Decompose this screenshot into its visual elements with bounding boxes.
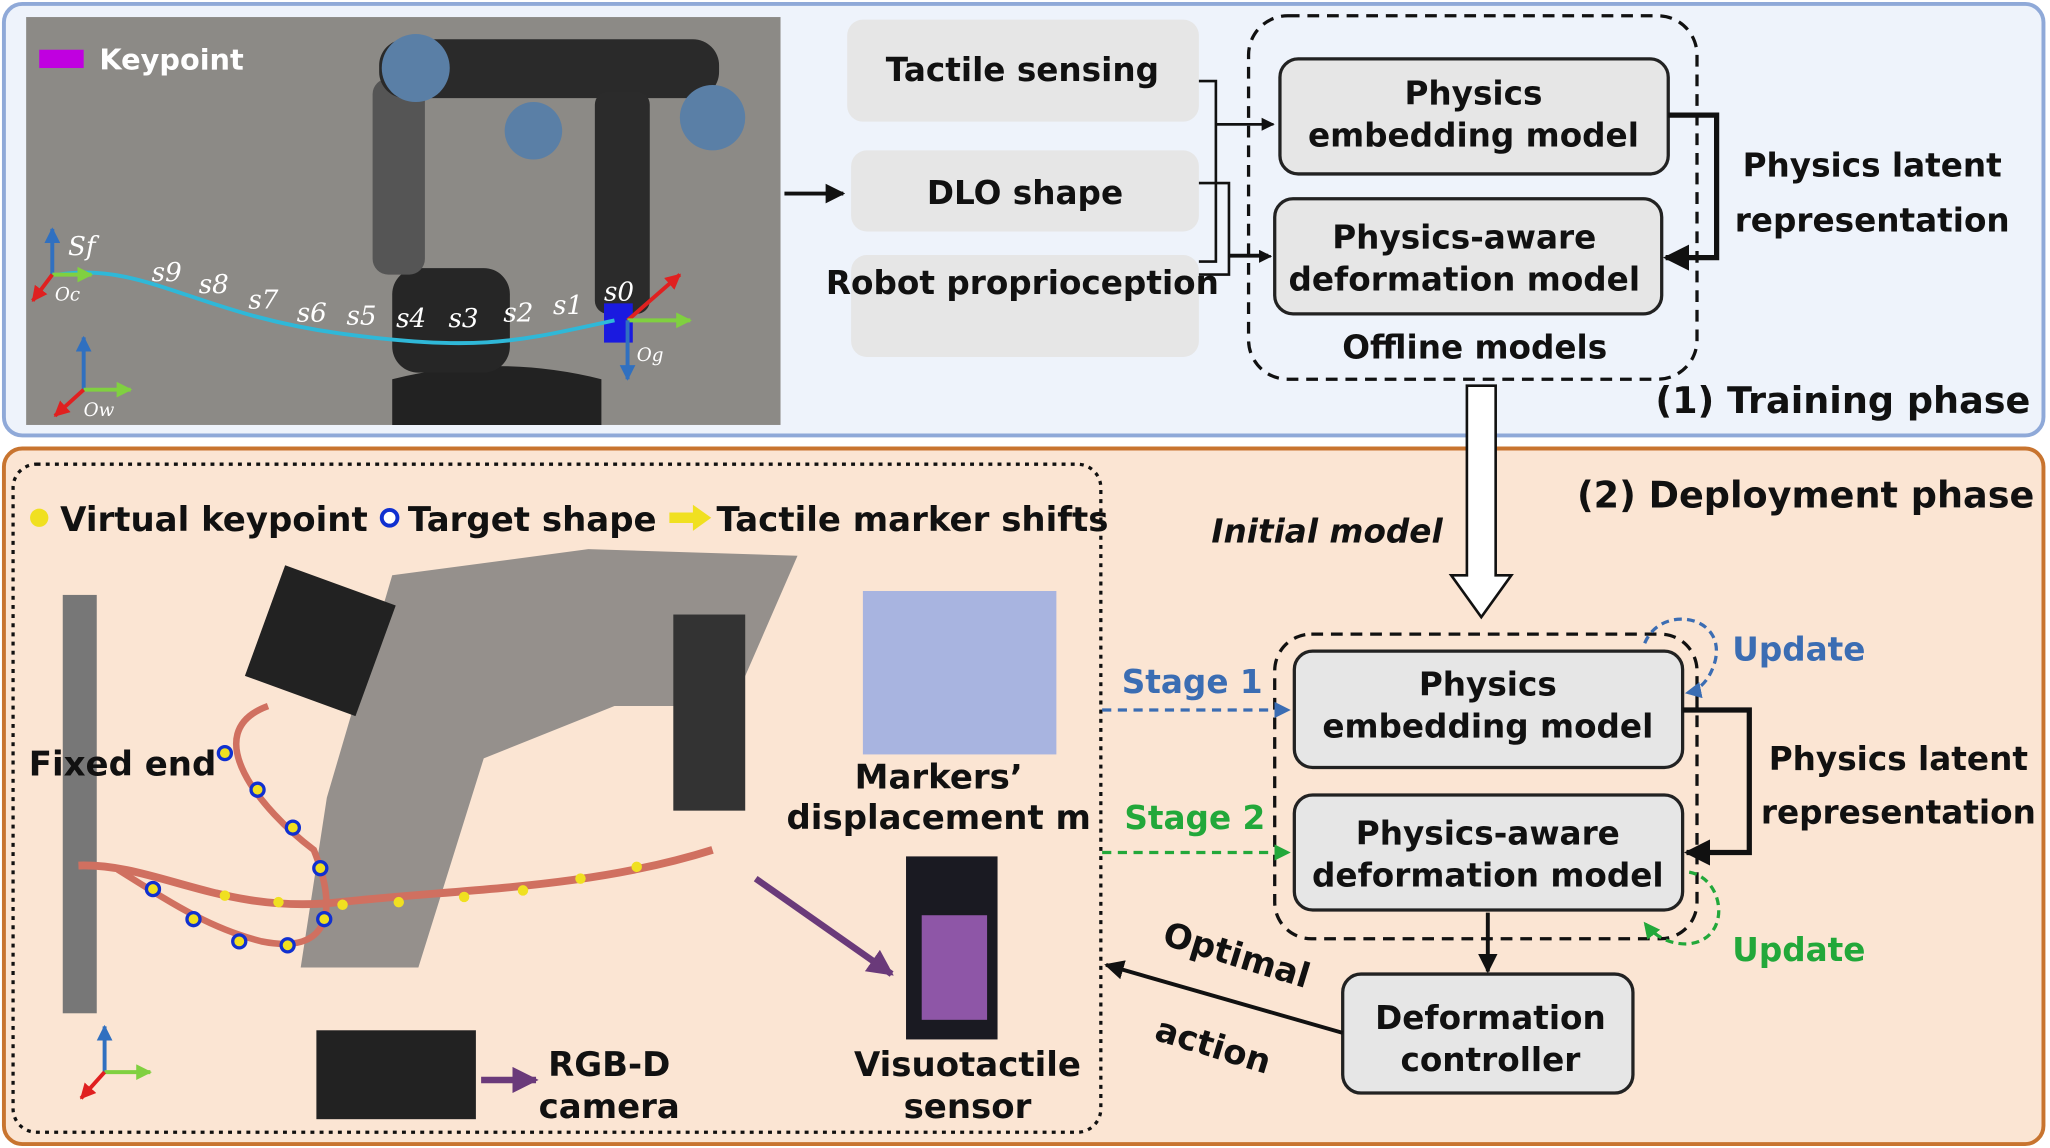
fixed-frame-label: Sf [68,232,100,262]
fixed-end-label: Fixed end [29,744,217,784]
deploy-latent-label: Physics latent [1769,740,2028,778]
keypoint-legend-label: Keypoint [99,42,244,76]
deformation-model-label: deformation model [1289,260,1641,298]
markers-displacement-label: Markers’ [855,757,1023,797]
latent-representation-label: Physics latent [1743,147,2002,185]
camera-frame-label: Oc [55,285,80,306]
visuotactile-sensor-label: sensor [904,1087,1032,1127]
current-cable [78,846,714,909]
deformation-model-label: Physics-aware [1332,218,1596,256]
offline-models-group [1246,14,1699,381]
world-frame-label: Ow [84,400,115,421]
deploy-physics-embedding-label: Physics [1419,666,1557,704]
keypoint-label: s8 [199,270,229,300]
keypoint-labels: s9 s8 s7 s6 s5 s4 s3 s2 s1 s0 Sf Oc Ow O… [55,232,664,421]
update-loop-stage1 [1643,617,1719,699]
latent-arrow [1663,112,1720,271]
offline-models-label: Offline models [1342,328,1607,366]
deployment-phase-panel: Virtual keypoint Target shape Tactile ma… [1,384,2046,1146]
physics-embedding-label: embedding model [1308,116,1639,154]
robot-proprioception-label: Robot proprioception [826,264,1219,302]
tactile-sensing-box [847,19,1199,122]
deployment-phase-label: (2) Deployment phase [1577,473,2034,516]
keypoint-label: s7 [248,286,278,316]
stage1-label: Stage 1 [1122,663,1263,701]
physics-embedding-label: Physics [1404,75,1542,113]
dlo-shape-label: DLO shape [927,174,1123,212]
keypoint-label: s2 [503,299,533,329]
optimal-action-arrow [1104,960,1344,1035]
keypoint-label: s3 [448,304,478,334]
legend-tactile-marker-shifts: Tactile marker shifts [716,500,1108,540]
target-shape-points [144,744,333,954]
keypoint-label: s4 [396,304,426,334]
update-label-stage1: Update [1732,630,1865,668]
keypoint-label: s5 [346,301,376,331]
deploy-deformation-model-box [1292,793,1685,912]
markers-displacement-label: displacement m [786,798,1090,838]
marker-displacement-image [862,590,1057,755]
gripper-frame-label: Og [637,345,664,366]
deployment-legend: Virtual keypoint Target shape Tactile ma… [30,500,1109,540]
simulation-image [26,17,781,425]
update-label-stage2: Update [1732,931,1865,969]
deformation-controller-label: Deformation [1375,999,1606,1037]
latent-representation-label: representation [1735,201,2010,239]
keypoint-label: s0 [604,278,634,308]
keypoint-label: s1 [553,291,583,321]
keypoint-label: s9 [152,258,182,288]
deploy-physics-embedding-label: embedding model [1322,707,1653,745]
initial-model-arrow [1448,384,1514,620]
deploy-deformation-label: deformation model [1312,856,1664,894]
deformation-model-box [1273,197,1664,316]
deformation-controller-box [1341,972,1635,1095]
deformation-controller-label: controller [1400,1041,1581,1079]
real-setup-group [11,462,1103,1134]
sensor-arrow [753,875,894,977]
deploy-deformation-label: Physics-aware [1356,815,1620,853]
deploy-latent-label: representation [1761,794,2036,832]
initial-model-label: Initial model [1211,513,1443,551]
tactile-sensing-label: Tactile sensing [886,51,1159,89]
rgbd-camera-image [316,1030,476,1120]
deploy-latent-arrow [1682,707,1752,866]
dlo-cable [58,270,615,346]
keypoint-legend-swatch [39,49,84,69]
training-phase-panel: Keypoint s9 s8 s7 s6 s5 s4 s3 s2 s1 s0 S… [1,2,2046,438]
coordinate-axes [31,227,692,418]
virtual-keypoints [219,861,642,911]
keypoint-label: s6 [297,299,327,329]
legend-virtual-keypoint: Virtual keypoint [60,500,368,540]
visuotactile-sensor-label: Visuotactile [854,1045,1081,1085]
training-phase-label: (1) Training phase [1655,379,2030,422]
dlo-shape-box [851,150,1199,232]
real-robot-image [62,549,1057,1120]
update-loop-stage2 [1643,870,1721,946]
rgbd-camera-label: camera [539,1087,680,1127]
legend-target-shape: Target shape [408,500,657,540]
rgbd-camera-label: RGB-D [548,1045,670,1085]
robot-proprioception-box [851,254,1199,357]
stage2-label: Stage 2 [1124,799,1265,837]
world-axes [79,1024,152,1100]
